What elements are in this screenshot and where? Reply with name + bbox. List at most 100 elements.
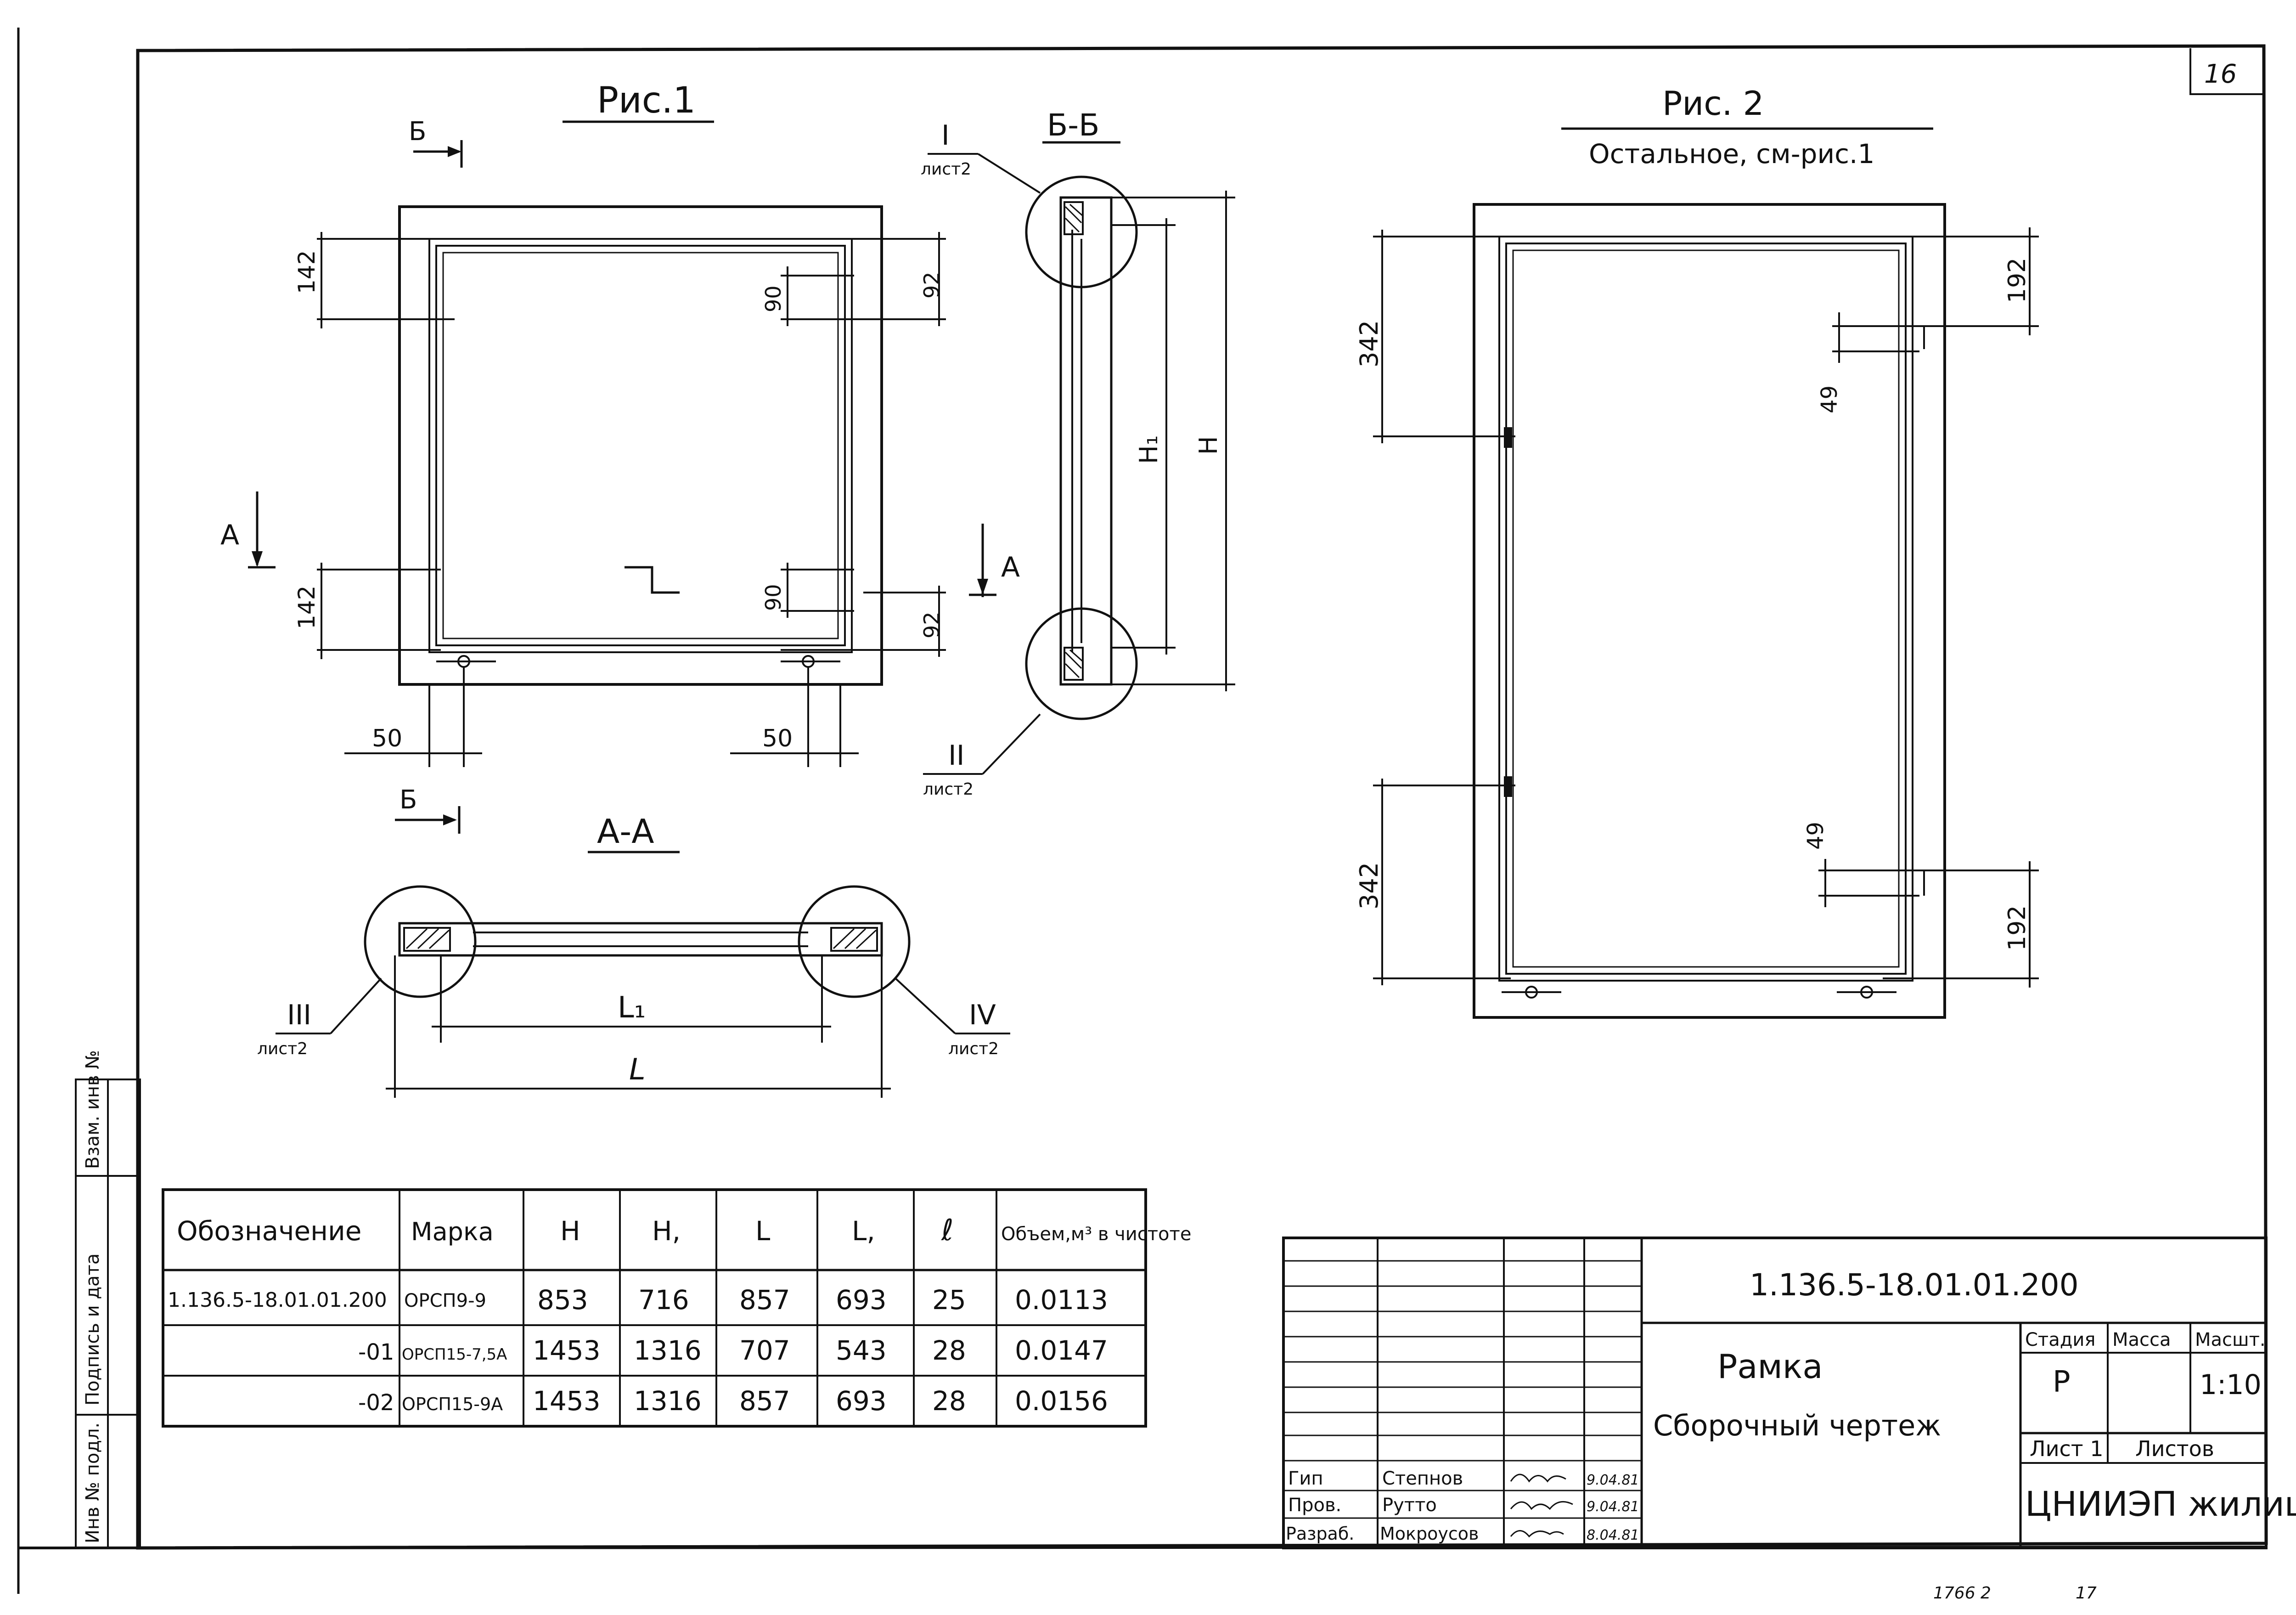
table-cell: 1453 (533, 1335, 601, 1366)
fig1-section-b-top: Б (409, 117, 426, 147)
table-cell: 28 (932, 1335, 966, 1366)
section-bb: Б-Б I лист2 II лист2 H₁ H (921, 107, 1235, 799)
section-bb-h1-label: H₁ (1134, 435, 1163, 464)
drawing-subname: Сборочный чертеж (1653, 1409, 1941, 1442)
table-header-designation: Обозначение (177, 1215, 361, 1247)
stage-label: Стадия (2025, 1329, 2095, 1350)
fig2-dim-192-bottom: 192 (2003, 905, 2031, 951)
fig2-subtitle: Остальное, см-рис.1 (1589, 138, 1874, 169)
fig1-outer-frame (398, 205, 883, 686)
table-cell: 707 (739, 1335, 790, 1366)
organization-name: ЦНИИЭП жилища (2025, 1485, 2296, 1524)
fig1-dim-90-top: 90 (761, 285, 786, 312)
fig2-title: Рис. 2 (1662, 84, 1764, 123)
signer-name: Рутто (1382, 1495, 1437, 1516)
section-aa-node-iii-sheet: лист2 (257, 1039, 308, 1058)
mass-label: Масса (2112, 1329, 2171, 1350)
section-bb-node-ii-sheet: лист2 (923, 780, 974, 799)
table-cell: 1453 (533, 1385, 601, 1417)
scale-value: 1:10 (2200, 1369, 2262, 1401)
fig2-dim-342-bottom: 342 (1355, 862, 1384, 909)
fig1-dim-142-bottom: 142 (293, 586, 320, 629)
table-cell: 1.136.5-18.01.01.200 (168, 1288, 387, 1312)
table-cell: 1316 (634, 1335, 702, 1366)
table-cell: 0.0113 (1015, 1284, 1108, 1316)
footer-page: 17 (2076, 1584, 2097, 1603)
drawing-code: 1.136.5-18.01.01.200 (1750, 1267, 2079, 1303)
section-aa: А-А III лист2 IV лист2 L₁ L (257, 812, 1010, 1098)
table-cell: 25 (932, 1284, 966, 1316)
fig1-dim-142-top: 142 (293, 250, 320, 294)
drawing-name: Рамка (1717, 1347, 1823, 1386)
section-bb-node-ii: II (948, 740, 964, 772)
fig1-dim-50-right: 50 (762, 725, 793, 752)
table-cell: -01 (358, 1339, 394, 1365)
fig2-dim-49-bottom: 49 (1803, 822, 1829, 850)
table-cell: 853 (537, 1284, 588, 1316)
fig2-dim-342-top: 342 (1355, 320, 1384, 367)
left-strip: Инв № подл. Подпись и дата Взам. инв № (75, 1050, 141, 1549)
fig2-outer-frame (1473, 203, 1946, 1019)
section-bb-node-i: I (941, 119, 950, 152)
table-header-ell: ℓ (941, 1214, 953, 1248)
fig1-section-a-left: А (220, 519, 239, 551)
table-header-l: L (755, 1215, 770, 1247)
signer-date: 8.04.81 (1587, 1527, 1639, 1543)
podpis-label: Подпись и дата (82, 1254, 103, 1406)
signer-role: Разраб. (1286, 1524, 1354, 1544)
fig1: Рис.1 142 142 90 92 (220, 80, 1020, 834)
sheet-number: 16 (2204, 59, 2237, 89)
sheet-label: Лист 1 (2030, 1436, 2103, 1461)
signer-date: 9.04.81 (1587, 1472, 1639, 1488)
fig1-dim-92-top: 92 (919, 271, 944, 299)
inv-podl-label: Инв № подл. (82, 1423, 103, 1543)
section-aa-l-label: L (629, 1053, 646, 1087)
table-header-h: Н (560, 1215, 580, 1247)
table-cell: 716 (638, 1284, 689, 1316)
table-cell: 0.0156 (1015, 1385, 1108, 1417)
fig1-section-b-bottom: Б (400, 785, 417, 815)
stage-value: Р (2053, 1365, 2071, 1399)
footer-stamp: 1766 2 (1933, 1584, 1991, 1603)
section-aa-node-iv: IV (969, 999, 996, 1031)
table-header-l1: L, (852, 1215, 875, 1247)
table-cell: 693 (836, 1385, 887, 1417)
fig1-dim-90-bottom: 90 (761, 584, 786, 611)
vzam-label: Взам. инв № (82, 1050, 103, 1169)
spec-table: Обозначение Марка Н Н, L L, ℓ Объем,м³ в… (162, 1188, 1191, 1428)
signer-role: Пров. (1288, 1495, 1341, 1516)
table-cell: 1316 (634, 1385, 702, 1417)
table-header-mark: Марка (411, 1217, 494, 1246)
fig1-dim-92-bottom: 92 (919, 611, 944, 638)
table-cell: 543 (836, 1335, 887, 1366)
signer-name: Мокроусов (1380, 1524, 1479, 1544)
sheets-label: Листов (2135, 1436, 2214, 1461)
section-bb-node-i-sheet: лист2 (921, 160, 971, 179)
section-aa-node-iv-sheet: лист2 (948, 1039, 999, 1058)
section-aa-title: А-А (597, 812, 654, 851)
table-cell: 28 (932, 1385, 966, 1417)
table-cell: -02 (358, 1390, 394, 1416)
signer-role: Гип (1288, 1468, 1323, 1489)
table-cell: ОРСП15-7,5А (402, 1345, 507, 1364)
table-cell: 693 (836, 1284, 887, 1316)
fig1-title: Рис.1 (597, 80, 696, 121)
table-cell: 857 (739, 1385, 790, 1417)
fig1-dim-50-left: 50 (372, 725, 402, 752)
scale-label: Масшт. (2195, 1329, 2266, 1350)
fig2: Рис. 2 Остальное, см-рис.1 342 342 192 1… (1355, 84, 2039, 1019)
table-cell: 0.0147 (1015, 1335, 1108, 1366)
signer-name: Степнов (1382, 1468, 1463, 1489)
section-bb-h-label: H (1194, 436, 1223, 455)
table-cell: ОРСП9-9 (404, 1290, 486, 1311)
title-block: Гип Степнов 9.04.81 Пров. Рутто 9.04.81 … (1282, 1237, 2296, 1549)
table-cell: ОРСП15-9А (402, 1394, 503, 1414)
fig2-dim-192-top: 192 (2003, 258, 2031, 303)
table-header-volume: Объем,м³ в чистоте (1001, 1224, 1191, 1245)
fig2-dim-49-top: 49 (1817, 385, 1842, 413)
section-aa-l1-label: L₁ (618, 991, 646, 1025)
sheet-number-box: 16 (2189, 48, 2264, 95)
table-header-h1: Н, (652, 1215, 681, 1247)
section-bb-title: Б-Б (1047, 107, 1099, 143)
